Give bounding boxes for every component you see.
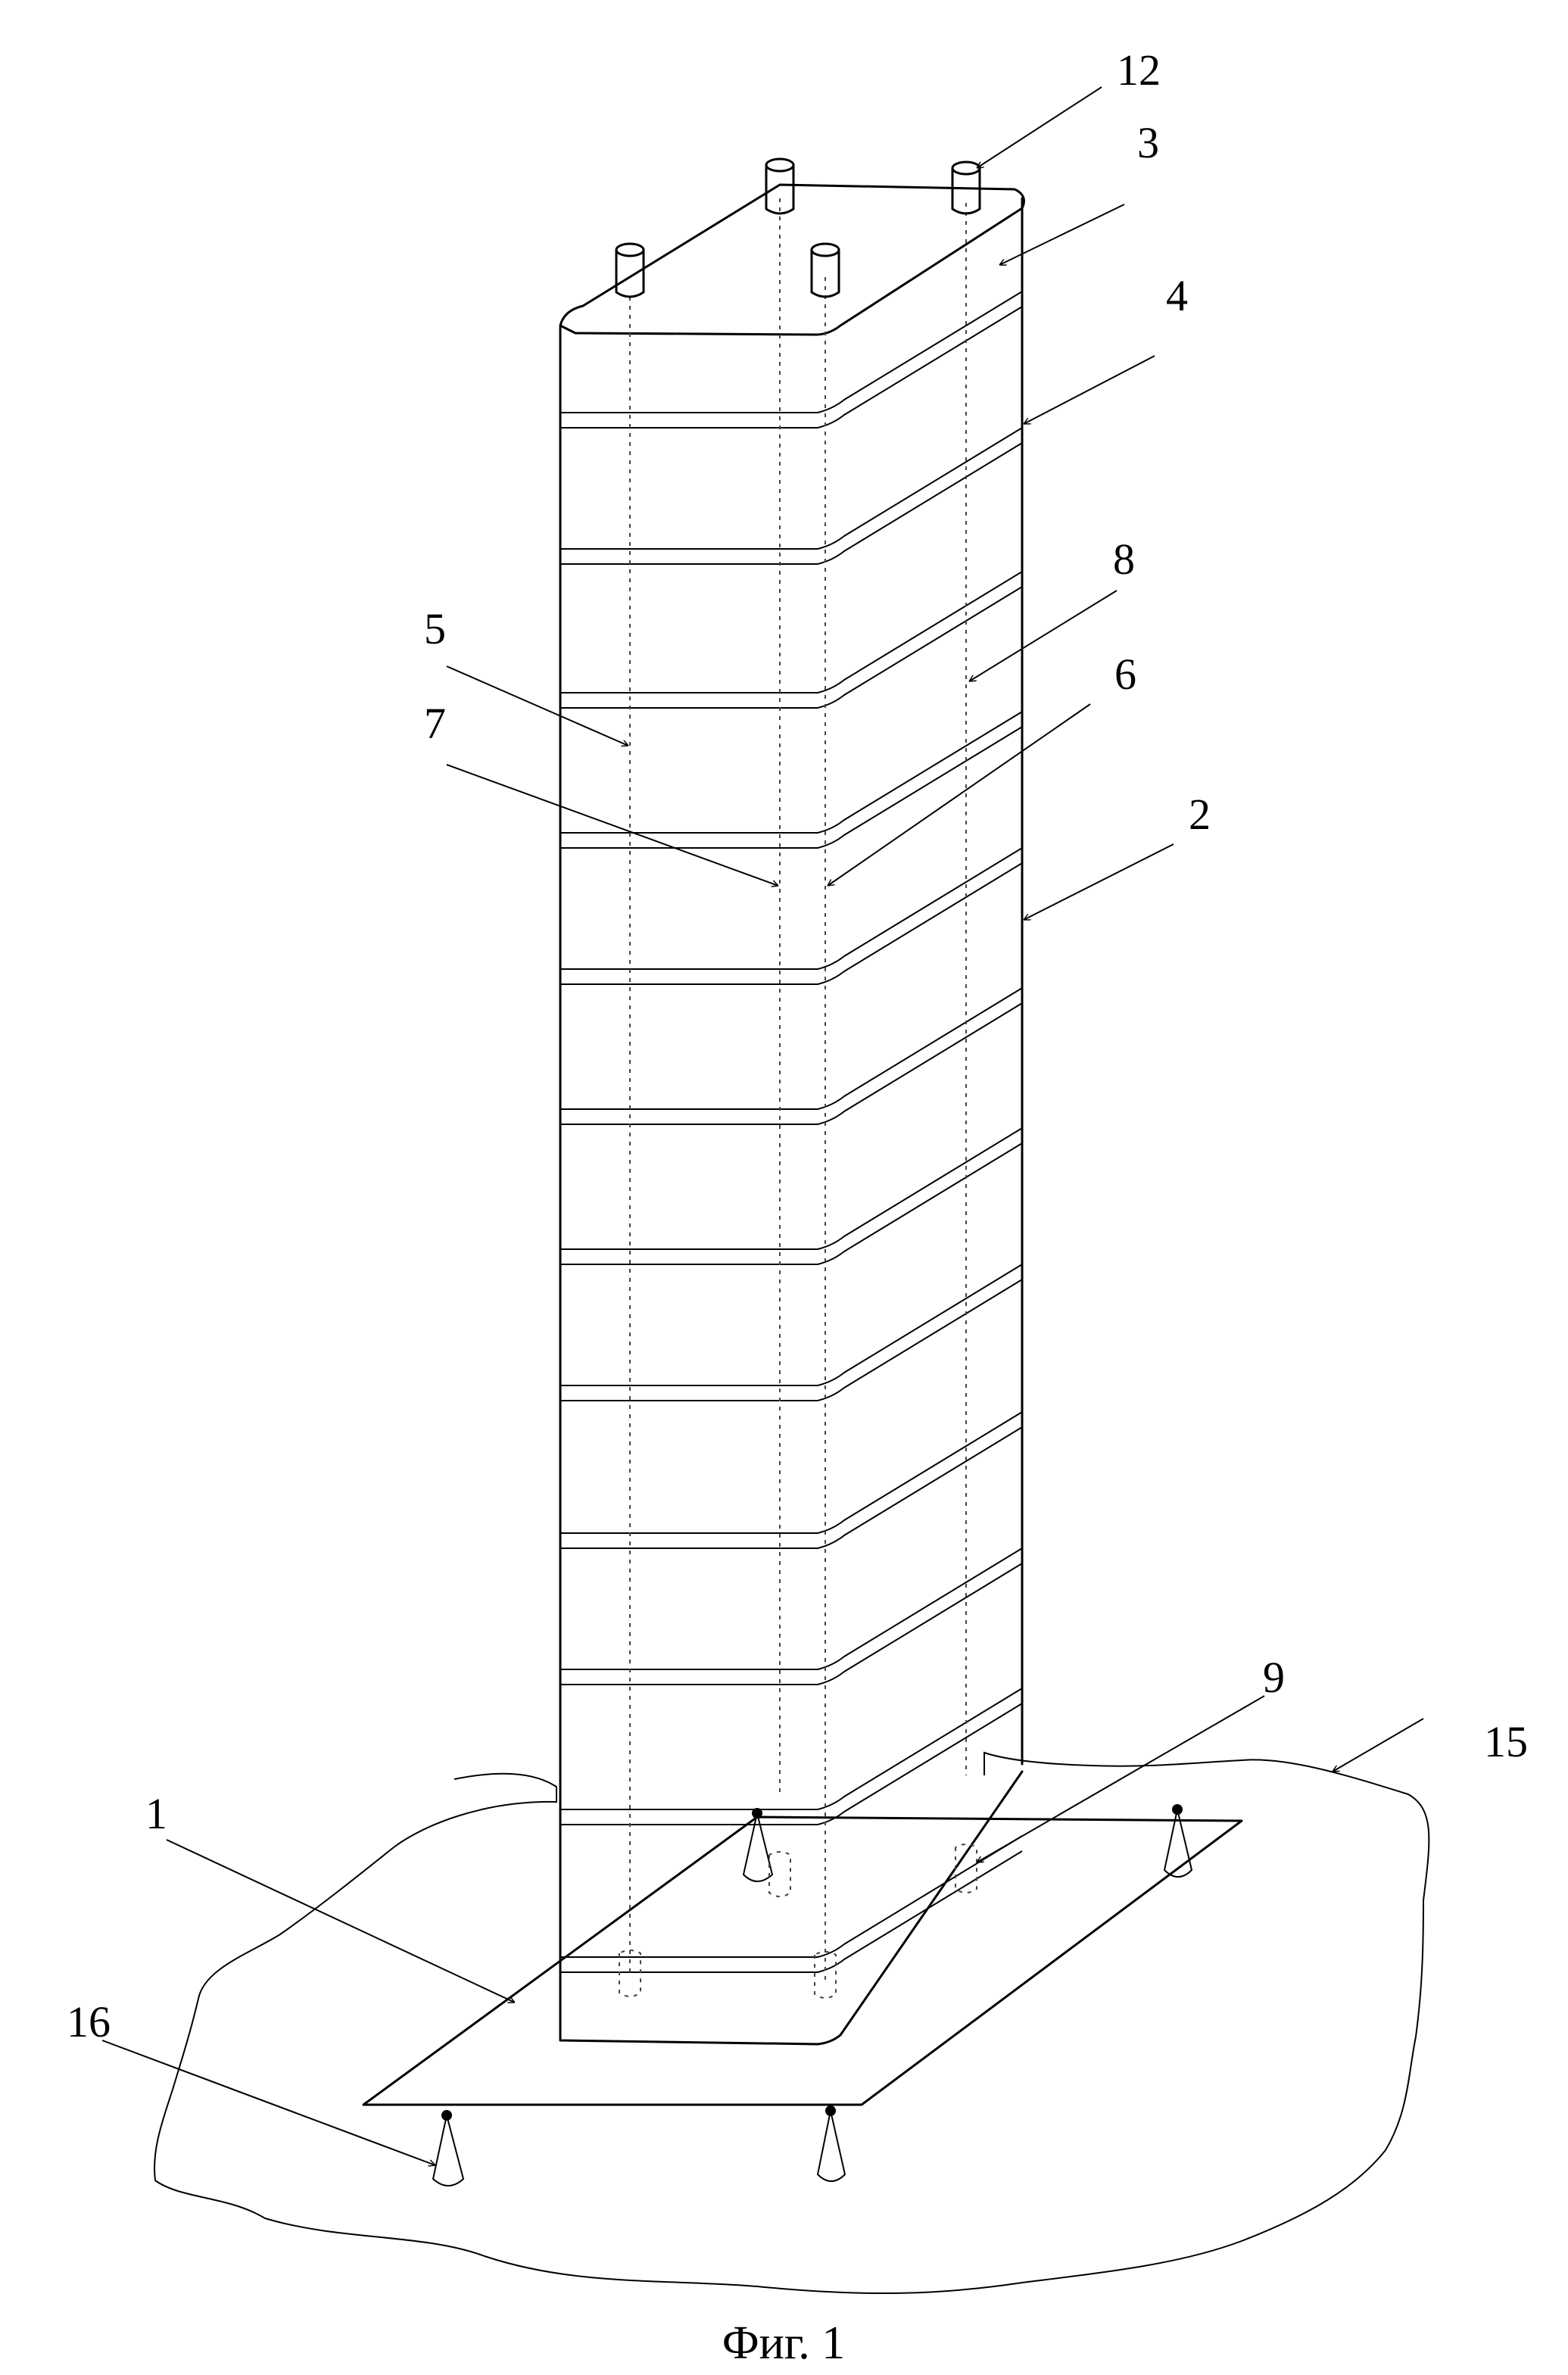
column-top-cap (560, 185, 1024, 335)
label-3: 3 (1137, 118, 1159, 167)
anchor-spike (743, 1808, 772, 1881)
label-12: 12 (1117, 45, 1161, 95)
ground-surface (154, 1753, 1429, 2293)
label-2: 2 (1189, 790, 1211, 839)
figure-caption: Фиг. 1 (722, 2317, 846, 2369)
anchor-spike (818, 2105, 845, 2181)
label-5: 5 (424, 604, 446, 653)
label-4: 4 (1166, 271, 1188, 320)
rod-ends-bottom (619, 1844, 977, 1998)
label-6: 6 (1114, 650, 1136, 699)
anchor-spike (433, 2110, 463, 2186)
tie-rods (630, 198, 966, 1980)
label-1: 1 (145, 1789, 167, 1838)
reference-labels: 12 3 4 8 5 6 7 2 9 15 1 16 (67, 45, 1528, 2046)
leader-lines (102, 87, 1423, 2165)
base-plate (363, 1817, 1242, 2105)
rod-ends-top (616, 159, 980, 297)
label-16: 16 (67, 1997, 111, 2046)
anchor-spikes (433, 1804, 1192, 2186)
label-7: 7 (424, 699, 446, 748)
label-15: 15 (1484, 1717, 1528, 1766)
rod-end (766, 159, 793, 214)
anchor-spike (1164, 1804, 1192, 1877)
label-8: 8 (1113, 535, 1135, 584)
label-9: 9 (1263, 1653, 1285, 1702)
